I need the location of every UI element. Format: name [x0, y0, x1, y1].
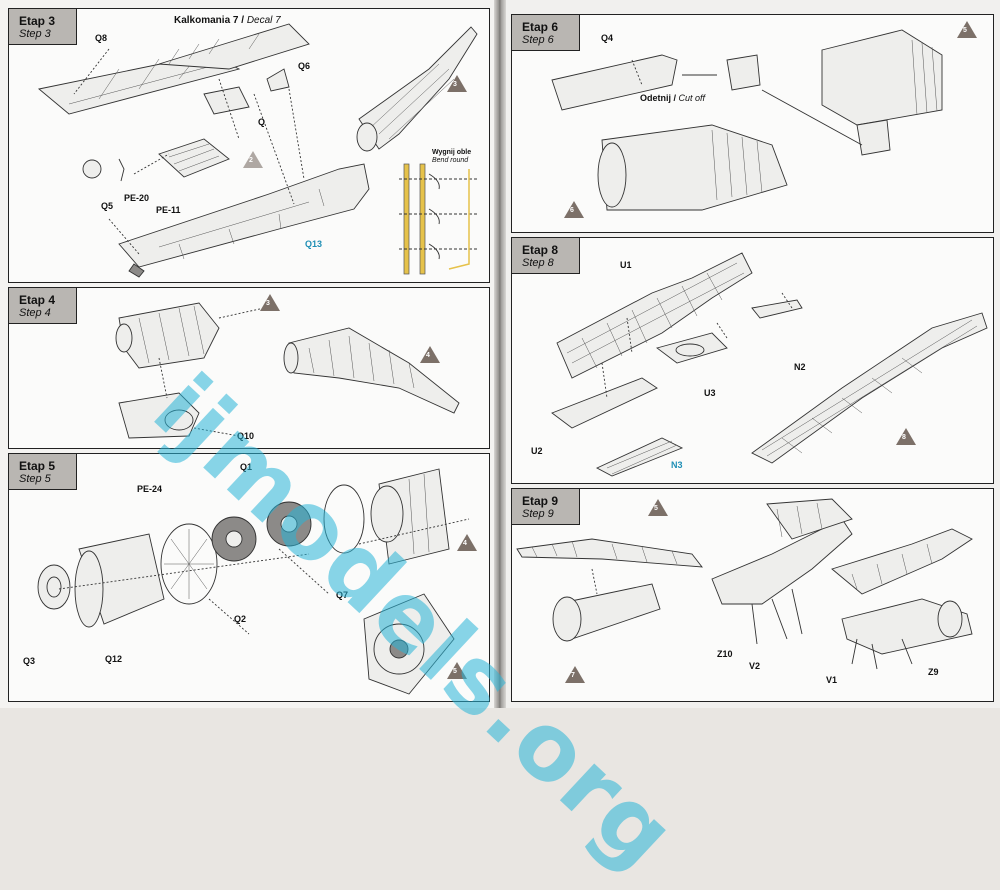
pe-20-label: PE-20	[124, 193, 150, 203]
pe-11-label: PE-11	[156, 205, 181, 215]
step-8-title-en: Step 8	[522, 257, 554, 269]
step-6-header: Etap 6 Step 6	[512, 15, 580, 51]
step-5-title-en: Step 5	[19, 473, 51, 485]
q1-label: Q1	[240, 462, 253, 472]
u1-label: U1	[620, 260, 632, 270]
step-6-panel: Etap 6 Step 6 Q4 Odetnij / Cut off 5 6	[511, 14, 994, 233]
bend-note-pl: Wygnij oble	[432, 149, 472, 156]
q8-label: Q8	[95, 33, 108, 43]
step-3-title-en: Step 3	[19, 28, 51, 40]
step-9-title-en: Step 9	[522, 508, 554, 520]
step-marker-icon: 5	[957, 21, 977, 38]
step-5-diagram	[37, 468, 470, 695]
step-6-diagram	[551, 29, 943, 211]
q6-label: Q6	[298, 61, 311, 71]
step-marker-icon: 7	[565, 666, 585, 683]
q4-label: Q4	[601, 33, 614, 43]
bend-note: Wygnij oble Bend round	[432, 149, 471, 165]
step-9-panel: Etap 9 Step 9 Z10 V2 V1 Z9 5 7	[511, 488, 994, 702]
step-8-diagram	[551, 252, 988, 477]
v1-label: V1	[826, 675, 838, 685]
step-marker-icon: 4	[457, 534, 477, 551]
step-6-title-en: Step 6	[522, 34, 554, 46]
step-8-header: Etap 8 Step 8	[512, 238, 580, 274]
decal-note: Kalkomania 7 / Decal 7	[174, 15, 281, 26]
step-4-title-pl: Etap 4	[19, 293, 56, 307]
decal-note-en: Decal 7	[246, 15, 281, 26]
step-5-header: Etap 5 Step 5	[9, 454, 77, 490]
q5-label: Q5	[101, 201, 114, 211]
n2-label: N2	[794, 362, 806, 372]
step-marker-icon: 4	[420, 346, 440, 363]
step-6-title-pl: Etap 6	[522, 20, 559, 34]
step-marker-icon: 2	[243, 151, 263, 168]
step-3-header: Etap 3 Step 3	[9, 9, 77, 45]
step-marker-icon: 3	[260, 294, 280, 311]
cut-off-en: Cut off	[678, 93, 706, 103]
step-5-panel: Etap 5 Step 5 Q1 PE-24 Q7 Q2 Q3 Q12 4 5	[8, 453, 490, 702]
step-9-diagram	[516, 498, 973, 670]
q-label: Q	[258, 117, 266, 127]
step-marker-icon: 6	[564, 201, 584, 218]
step-marker-icon: 8	[896, 428, 916, 445]
step-3-diagram	[37, 23, 479, 278]
q3-label: Q3	[23, 656, 36, 666]
step-9-title-pl: Etap 9	[522, 494, 559, 508]
q13-label: Q13	[305, 239, 323, 249]
n3-label: N3	[671, 460, 683, 470]
z9-label: Z9	[928, 667, 939, 677]
step-8-panel: Etap 8 Step 8 U1 N2 U3 U2 N3 8	[511, 237, 994, 484]
cut-off-pl: Odetnij	[640, 93, 671, 103]
q7-label: Q7	[336, 590, 349, 600]
step-3-panel: Etap 3 Step 3 Q8 Kalkomania 7 / De	[8, 8, 490, 283]
book-gutter	[494, 0, 506, 708]
decal-note-pl: Kalkomania 7	[174, 15, 239, 26]
step-4-header: Etap 4 Step 4	[9, 288, 77, 324]
step-marker-icon: 5	[447, 662, 467, 679]
step-3-title-pl: Etap 3	[19, 14, 56, 28]
step-9-header: Etap 9 Step 9	[512, 489, 580, 525]
u3-label: U3	[704, 388, 716, 398]
q2-label: Q2	[234, 614, 247, 624]
v2-label: V2	[749, 661, 761, 671]
step-marker-icon: 3	[447, 75, 467, 92]
cut-off-note: Odetnij / Cut off	[640, 93, 706, 103]
step-marker-icon: 5	[648, 499, 668, 516]
bend-note-en: Bend round	[432, 157, 469, 164]
z10-label: Z10	[717, 649, 733, 659]
q12-label: Q12	[105, 654, 123, 664]
step-4-panel: Etap 4 Step 4 Q10 3 4	[8, 287, 490, 449]
step-8-title-pl: Etap 8	[522, 243, 559, 257]
step-5-title-pl: Etap 5	[19, 459, 56, 473]
step-4-title-en: Step 4	[19, 307, 51, 319]
step-4-diagram	[115, 302, 460, 439]
q10-label: Q10	[237, 431, 255, 441]
pe-24-label: PE-24	[137, 484, 163, 494]
u2-label: U2	[531, 446, 543, 456]
